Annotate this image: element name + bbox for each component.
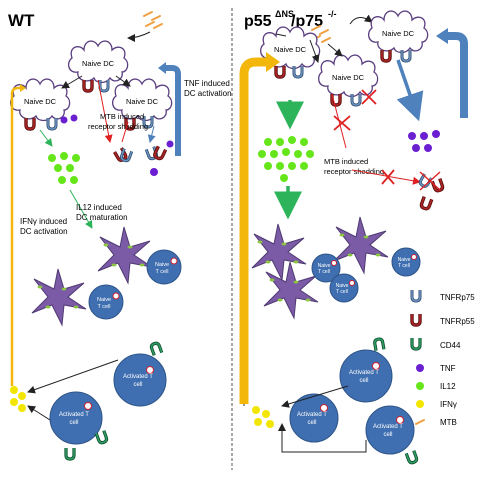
activated-t-cell-right-1: Activated T cell [339, 336, 393, 403]
svg-text:IL12: IL12 [440, 382, 456, 391]
svg-text:Naive: Naive [97, 297, 111, 303]
mtb-shedding-label-2: receptor shedding [88, 122, 148, 131]
naive-dc-left: Naive DC [9, 78, 78, 131]
svg-text:ΔNS: ΔNS [275, 9, 294, 19]
svg-text:CD44: CD44 [440, 341, 461, 350]
mature-dc-2 [31, 268, 87, 326]
tnf-dot-icon [416, 364, 424, 372]
activated-t-cell-right-2: Activated T cell [289, 393, 339, 443]
svg-text:cell: cell [307, 420, 316, 426]
tnf-cluster-right [408, 130, 440, 152]
svg-text:Activated T: Activated T [349, 370, 379, 376]
svg-text:MTB: MTB [440, 418, 457, 427]
activated-t-cell-left-2: Activated T cell [49, 391, 110, 461]
svg-text:T cell: T cell [155, 269, 168, 275]
legend-item-tnf: TNF [416, 364, 456, 373]
svg-text:Naive: Naive [155, 262, 169, 268]
svg-text:T cell: T cell [318, 269, 330, 275]
legend-item-tnfrp75: TNFRp75 [410, 288, 475, 303]
svg-text:Naive DC: Naive DC [332, 73, 365, 82]
activated-t-cell-right-3: Activated T cell [365, 405, 420, 466]
svg-text:Naive: Naive [398, 257, 411, 263]
svg-text:Naive DC: Naive DC [382, 29, 415, 38]
activated-t-cell-left-1: Activated T cell [113, 340, 167, 407]
svg-text:T cell: T cell [336, 289, 348, 295]
cd44-icon [410, 336, 422, 351]
svg-text:/p75: /p75 [291, 13, 323, 30]
svg-text:cell: cell [69, 420, 78, 426]
ifn-cluster-left [10, 386, 26, 412]
legend-item-il12: IL12 [416, 382, 456, 391]
tnf-activation-label-2: DC activation [184, 89, 232, 98]
svg-text:Activated T: Activated T [123, 374, 153, 380]
ifn-dot-icon [416, 400, 424, 408]
svg-text:cell: cell [383, 432, 392, 438]
naive-t-cell-left-2: Naive T cell [88, 284, 124, 320]
svg-text:IFNγ: IFNγ [440, 400, 457, 409]
svg-text:Activated T: Activated T [373, 424, 403, 430]
svg-text:Naive: Naive [336, 283, 349, 289]
legend-item-tnfrp55: TNFRp55 [410, 312, 475, 327]
svg-text:Naive: Naive [318, 263, 331, 269]
mtb-to-dc-arrow [127, 31, 151, 42]
il12-maturation-label-1: IL12 induced [76, 203, 122, 212]
il12-cluster-left [48, 152, 80, 184]
naive-dc-label: Naive DC [82, 59, 115, 68]
svg-text:T cell: T cell [97, 304, 110, 310]
naive-dc-topright: Naive DC [367, 10, 429, 63]
mtb-icon [415, 419, 425, 425]
svg-text:TNFRp75: TNFRp75 [440, 293, 475, 302]
naive-dc-right: Naive DC [111, 78, 173, 131]
svg-text:-/-: -/- [328, 9, 337, 19]
ifn-cluster-right [252, 406, 274, 428]
naive-dc-label: Naive DC [126, 97, 159, 106]
naive-t-cell-left-1: Naive T cell [146, 249, 182, 285]
naive-t-cell-right-3: Naive T cell [329, 273, 359, 303]
mature-dc-right-2 [333, 216, 389, 274]
legend-item-mtb: MTB [415, 418, 457, 427]
shed-receptors [112, 140, 174, 176]
legend-item-ifn: IFNγ [416, 400, 457, 409]
svg-text:Naive DC: Naive DC [274, 45, 307, 54]
mtb-cluster [143, 11, 163, 29]
mature-dc-right-3 [263, 261, 319, 319]
naive-dc-center: Naive DC [259, 26, 321, 79]
tnfrp75-icon [410, 288, 422, 303]
legend-item-cd44: CD44 [410, 336, 461, 351]
panel-title-right: p55 ΔNS /p75 -/- [244, 9, 337, 30]
il12-dot-icon [416, 382, 424, 390]
panel-title-wt: WT [8, 11, 35, 30]
naive-dc-middle: Naive DC [317, 54, 379, 107]
naive-dc-top: Naive DC [67, 40, 129, 93]
svg-text:TNFRp55: TNFRp55 [440, 317, 475, 326]
tnf-activation-label-1: TNF induced [184, 79, 230, 88]
svg-text:Activated T: Activated T [297, 412, 327, 418]
ifn-activation-label-2: DC activation [20, 227, 68, 236]
svg-text:cell: cell [359, 378, 368, 384]
svg-text:receptor shedding: receptor shedding [324, 167, 384, 176]
svg-text:T cell: T cell [398, 263, 410, 269]
ifn-activation-label-1: IFNγ induced [20, 217, 67, 226]
naive-dc-label: Naive DC [24, 97, 57, 106]
mature-dc-1 [97, 226, 153, 284]
il12-maturation-label-2: DC maturation [76, 213, 128, 222]
naive-t-cell-right-1: Naive T cell [311, 253, 341, 283]
svg-text:cell: cell [133, 382, 142, 388]
mature-dc-right-1 [251, 223, 307, 281]
il12-cluster-right [258, 136, 314, 182]
svg-text:Activated T: Activated T [59, 412, 89, 418]
naive-t-cell-right-2: Naive T cell [391, 247, 421, 277]
tnfrp55-icon [410, 312, 422, 327]
legend: TNFRp75 TNFRp55 CD44 TNF IL12 IFNγ MTB [410, 288, 475, 427]
svg-text:p55: p55 [244, 13, 272, 30]
svg-text:TNF: TNF [440, 364, 456, 373]
svg-text:MTB induced: MTB induced [324, 157, 368, 166]
mtb-shedding-label-1: MTB induced [100, 112, 144, 121]
